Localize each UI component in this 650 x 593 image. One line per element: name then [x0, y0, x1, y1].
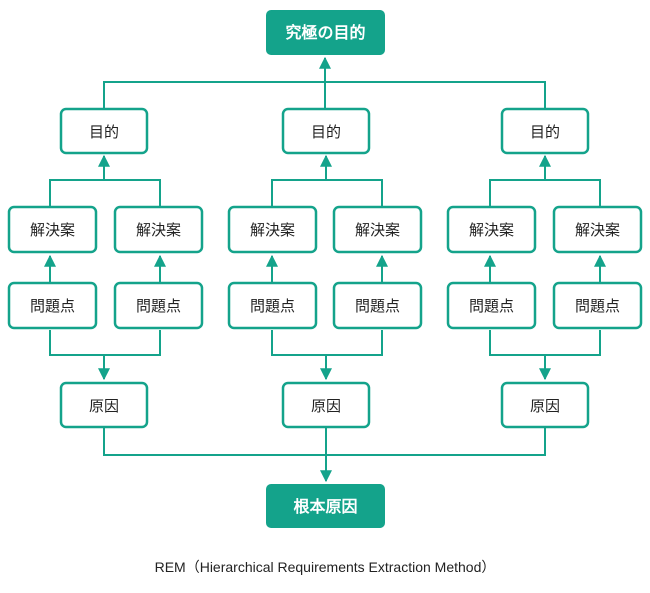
goal-node: 目的: [281, 107, 371, 155]
solution-label: 解決案: [469, 221, 514, 239]
solution-node: 解決案: [332, 205, 423, 254]
solution-label: 解決案: [30, 221, 75, 239]
problem-node: 問題点: [113, 281, 204, 330]
problem-label: 問題点: [30, 297, 75, 315]
ultimate-goal-node: 究極の目的: [266, 10, 385, 55]
root-cause-node: 根本原因: [266, 484, 385, 528]
solution-node: 解決案: [7, 205, 98, 254]
solution-node: 解決案: [227, 205, 318, 254]
root-cause-label: 根本原因: [293, 497, 357, 516]
connector-lines: [44, 56, 606, 483]
problem-node: 問題点: [552, 281, 643, 330]
cause-label: 原因: [311, 397, 341, 415]
problem-label: 問題点: [355, 297, 400, 315]
goal-label: 目的: [311, 123, 341, 141]
solution-node: 解決案: [552, 205, 643, 254]
goal-label: 目的: [530, 123, 560, 141]
problem-label: 問題点: [575, 297, 620, 315]
cause-label: 原因: [89, 397, 119, 415]
rem-diagram: 究極の目的 目的 目的 目的 解決案 解決案 解決案 解決案 解決案 解決案: [7, 10, 643, 528]
solution-label: 解決案: [136, 221, 181, 239]
problem-node: 問題点: [7, 281, 98, 330]
ultimate-goal-label: 究極の目的: [285, 23, 365, 42]
goal-node: 目的: [59, 107, 149, 155]
problem-label: 問題点: [250, 297, 295, 315]
cause-label: 原因: [530, 397, 560, 415]
goal-node: 目的: [500, 107, 590, 155]
solution-node: 解決案: [446, 205, 537, 254]
cause-node: 原因: [500, 381, 590, 429]
problem-node: 問題点: [446, 281, 537, 330]
problem-node: 問題点: [227, 281, 318, 330]
solution-label: 解決案: [355, 221, 400, 239]
cause-node: 原因: [59, 381, 149, 429]
problem-node: 問題点: [332, 281, 423, 330]
cause-node: 原因: [281, 381, 371, 429]
solution-label: 解決案: [250, 221, 295, 239]
diagram-caption: REM（Hierarchical Requirements Extraction…: [154, 559, 496, 575]
solution-node: 解決案: [113, 205, 204, 254]
problem-label: 問題点: [469, 297, 514, 315]
problem-label: 問題点: [136, 297, 181, 315]
solution-label: 解決案: [575, 221, 620, 239]
goal-label: 目的: [89, 123, 119, 141]
